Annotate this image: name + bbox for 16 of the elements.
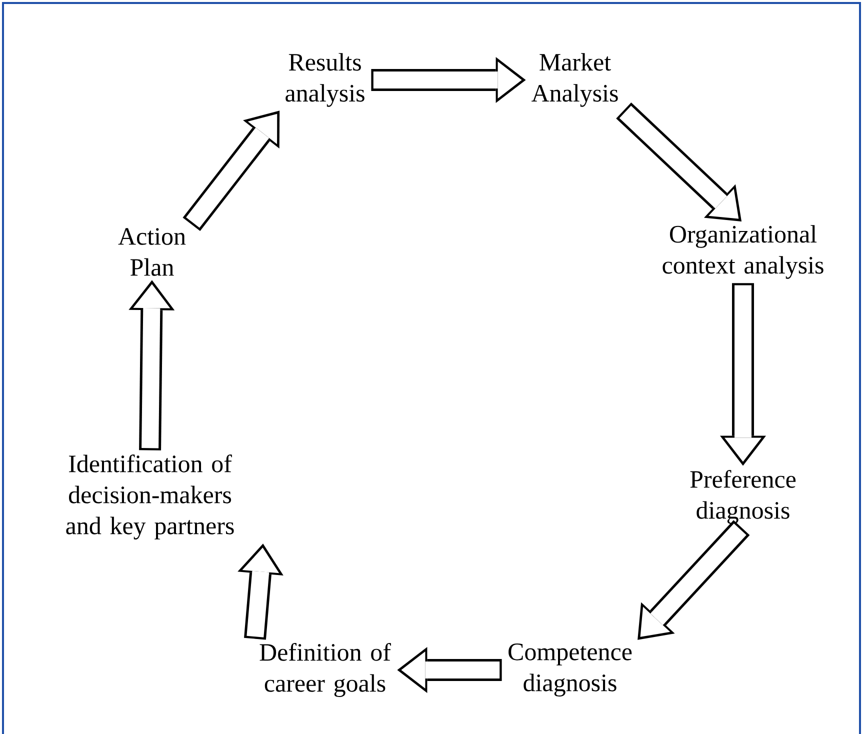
step-label: Organizational context analysis bbox=[662, 225, 824, 279]
block-arrow bbox=[638, 520, 750, 640]
step-label: Preference diagnosis bbox=[690, 470, 796, 524]
step-label: Competence diagnosis bbox=[508, 644, 632, 696]
block-arrow bbox=[128, 280, 175, 450]
step-label: Results analysis bbox=[286, 53, 364, 107]
block-arrow bbox=[616, 102, 742, 222]
block-arrow bbox=[371, 57, 526, 103]
step-label: Definition of career goals bbox=[260, 643, 391, 697]
step-label: Action Plan bbox=[118, 228, 186, 276]
block-arrow bbox=[397, 647, 502, 693]
step-label: Identification of decision-makers and key partners bbox=[66, 454, 234, 540]
block-arrow bbox=[720, 283, 766, 466]
block-arrow bbox=[238, 544, 284, 640]
step-label: Market Analysis bbox=[532, 53, 618, 107]
block-arrow bbox=[182, 110, 280, 232]
